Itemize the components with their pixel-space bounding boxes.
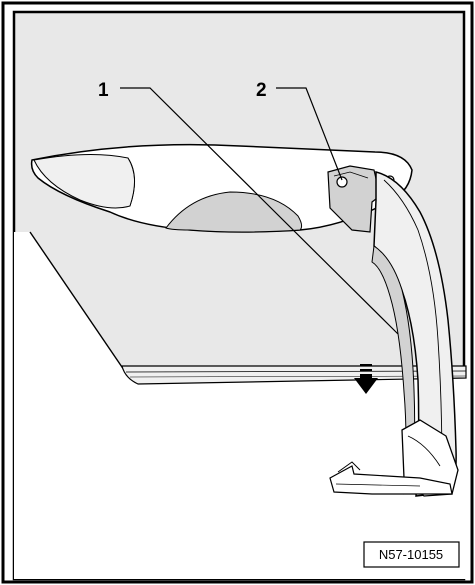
callout-2: 2 [256, 80, 343, 181]
direction-arrow [354, 364, 378, 394]
door-pull-handle [329, 171, 459, 497]
callout-1-label: 1 [98, 80, 109, 101]
door-trim-edge [29, 231, 125, 371]
callout-2-label: 2 [256, 80, 267, 101]
callout-1-leader [120, 87, 399, 335]
callout-1: 1 [98, 80, 399, 335]
callout-2-leader [276, 87, 343, 181]
figure-reference-box: N57-10155 [363, 541, 460, 568]
mounting-bracket [327, 165, 395, 233]
figure-reference-label: N57-10155 [379, 547, 443, 562]
